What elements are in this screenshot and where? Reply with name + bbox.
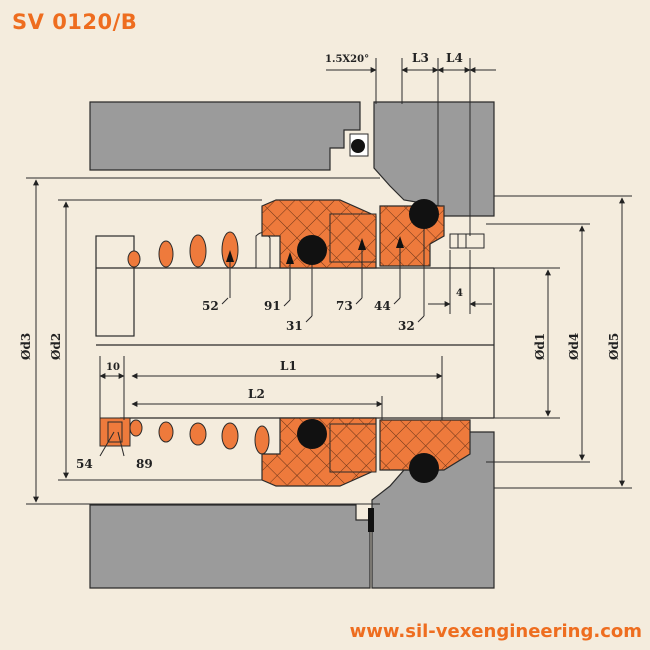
product-title: SV 0120/B bbox=[12, 10, 138, 34]
dim-l3-label: L3 bbox=[412, 51, 429, 65]
spring-coil bbox=[221, 422, 239, 450]
static-oring-upper bbox=[351, 139, 365, 153]
spring-coil bbox=[127, 250, 141, 268]
spring-coil bbox=[189, 234, 207, 268]
dim-d4-label: Ød4 bbox=[567, 333, 581, 360]
website-url: www.sil-vexengineering.com bbox=[349, 621, 642, 642]
part-32-label: 32 bbox=[398, 319, 415, 333]
dim-l1-label: L1 bbox=[280, 359, 297, 373]
oring-32-upper bbox=[409, 199, 439, 229]
dim-chamfer-label: 1.5X20° bbox=[325, 54, 369, 65]
anti-rotation-pin bbox=[449, 233, 485, 249]
lower-seal-assembly bbox=[99, 417, 471, 487]
dim-d2-label: Ød2 bbox=[49, 333, 63, 360]
spring-holder bbox=[255, 232, 271, 269]
spring-coil bbox=[189, 422, 207, 446]
part-89-label: 89 bbox=[136, 457, 153, 471]
dim-d3-label: Ød3 bbox=[19, 333, 33, 360]
part-73-label: 73 bbox=[336, 299, 353, 313]
dim-d5-label: Ød5 bbox=[607, 333, 621, 360]
part-labels: 52 91 73 44 31 32 54 89 bbox=[76, 299, 415, 471]
oring-31-upper bbox=[297, 235, 327, 265]
part-44-label: 44 bbox=[374, 299, 391, 313]
dim-10-label: 10 bbox=[106, 362, 120, 373]
housing bbox=[89, 101, 495, 589]
oring-32-lower bbox=[409, 453, 439, 483]
rotary-face-hatch bbox=[330, 214, 376, 262]
dimension-lines bbox=[26, 58, 632, 505]
part-52-label: 52 bbox=[202, 299, 219, 313]
part-31-label: 31 bbox=[286, 319, 303, 333]
gland-lower bbox=[89, 504, 371, 589]
upper-seal-assembly bbox=[127, 199, 485, 269]
gland-upper bbox=[89, 101, 361, 171]
housing-upper bbox=[373, 101, 495, 217]
part-91-label: 91 bbox=[264, 299, 281, 313]
static-gasket-lower bbox=[368, 508, 374, 532]
oring-31-lower bbox=[297, 419, 327, 449]
dim-d1-label: Ød1 bbox=[533, 333, 547, 360]
dim-l2-label: L2 bbox=[248, 387, 265, 401]
part-54-label: 54 bbox=[76, 457, 93, 471]
spring-coil bbox=[158, 240, 174, 268]
spring-coil bbox=[158, 421, 174, 443]
dim-4-label: 4 bbox=[456, 288, 463, 299]
spring-coil bbox=[129, 419, 143, 437]
shaft-shoulder-upper bbox=[95, 235, 135, 337]
set-screw-collar bbox=[99, 417, 131, 447]
spring-coil bbox=[254, 425, 270, 455]
dim-l4-label: L4 bbox=[446, 51, 463, 65]
dimension-labels: 1.5X20° L3 L4 4 10 L1 L2 Ød3 Ød2 Ød1 Ød4… bbox=[19, 51, 621, 401]
